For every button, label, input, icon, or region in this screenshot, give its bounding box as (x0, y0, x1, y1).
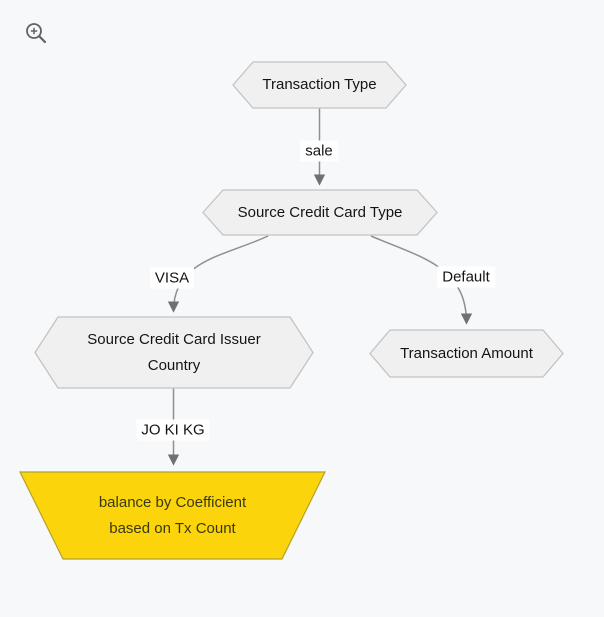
node-balance-by-coefficient-shape (19, 471, 326, 560)
node-transaction-amount-shape (369, 329, 564, 378)
node-source-credit-card-issuer-country-shape (34, 316, 314, 389)
edge-card-type-to-issuer-country (167, 235, 269, 313)
zoom-in-button[interactable] (22, 20, 50, 48)
zoom-in-icon (26, 23, 47, 44)
edge-label-jo-ki-kg: JO KI KG (136, 419, 210, 441)
edge-label-sale: sale (300, 140, 338, 162)
node-transaction-type-shape (232, 61, 407, 109)
edge-label-visa: VISA (149, 267, 195, 289)
edge-card-type-to-transaction-amount (370, 235, 473, 325)
edge-label-default: Default (437, 266, 495, 288)
node-source-credit-card-type-shape (202, 189, 438, 236)
